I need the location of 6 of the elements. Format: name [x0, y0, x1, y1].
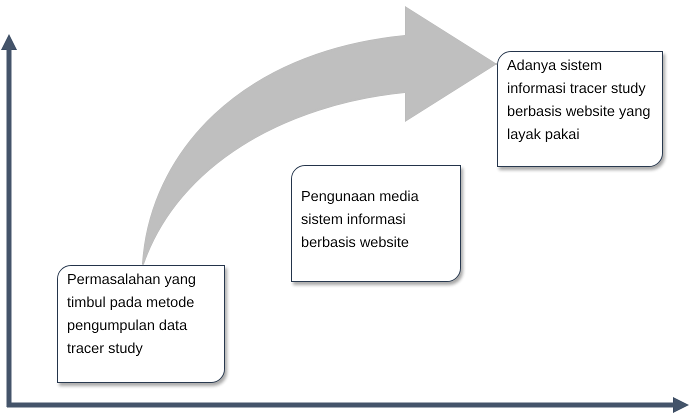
- step-text: Adanya sistem informasi tracer study berbasis website yang layak pakai: [507, 57, 652, 145]
- step-text: Permasalahan yang timbul pada metode pengumpulan data tracer study: [67, 271, 197, 359]
- step-box: [57, 265, 225, 383]
- step-box: [497, 51, 663, 167]
- step-text: Pengunaan media sistem informasi berbasis website: [301, 188, 420, 253]
- step-box: [291, 165, 461, 282]
